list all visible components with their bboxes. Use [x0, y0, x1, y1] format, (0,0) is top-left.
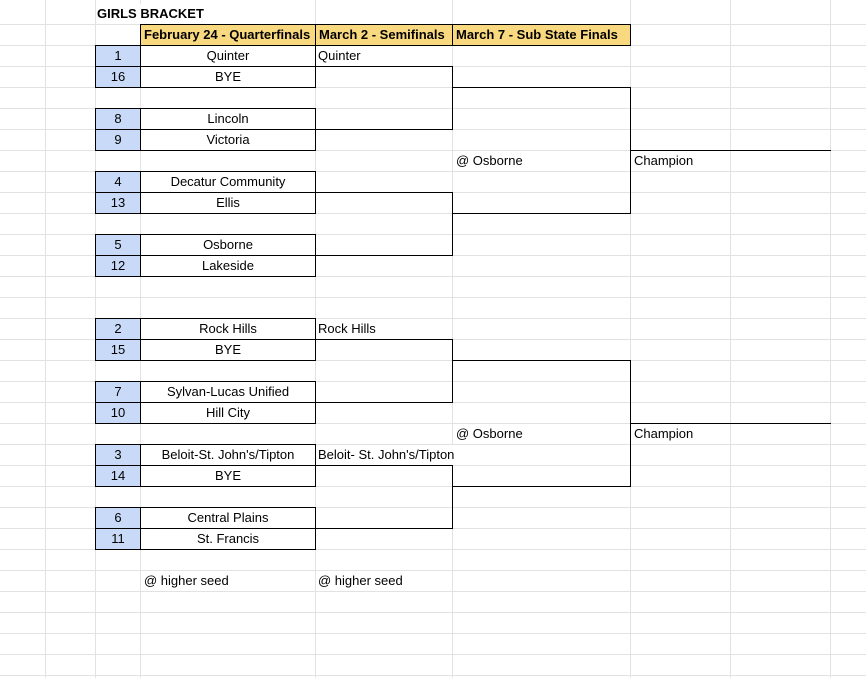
team-cell[interactable]: Rock Hills: [199, 321, 257, 336]
champion-label[interactable]: Champion: [634, 153, 694, 168]
team-cell[interactable]: St. Francis: [196, 531, 260, 546]
team-cell[interactable]: Decatur Community: [170, 174, 286, 189]
team-cell[interactable]: Osborne: [203, 237, 253, 252]
round-header-substate[interactable]: March 7 - Sub State Finals: [452, 24, 631, 46]
seed-cell[interactable]: 16: [96, 67, 141, 87]
substate-host-label[interactable]: @ Osborne: [456, 153, 523, 168]
seed-cell[interactable]: 5: [96, 235, 141, 255]
team-cell[interactable]: BYE: [214, 468, 241, 483]
quarterfinal-match-box: 3 Beloit-St. John's/Tipton 14 BYE: [95, 444, 316, 487]
team-cell[interactable]: Lakeside: [201, 258, 255, 273]
team-cell[interactable]: Hill City: [205, 405, 251, 420]
quarterfinal-match-box: 8 Lincoln 9 Victoria: [95, 108, 316, 151]
round-header-semifinals[interactable]: March 2 - Semifinals: [315, 24, 453, 46]
seed-cell[interactable]: 12: [96, 256, 141, 276]
seed-cell[interactable]: 1: [96, 46, 141, 66]
team-cell[interactable]: Victoria: [206, 132, 250, 147]
team-cell[interactable]: BYE: [214, 69, 241, 84]
quarterfinal-match-box: 1 Quinter 16 BYE: [95, 45, 316, 88]
site-note-quarterfinals[interactable]: @ higher seed: [144, 573, 229, 588]
seed-cell[interactable]: 3: [96, 445, 141, 465]
sheet-title[interactable]: GIRLS BRACKET: [96, 4, 208, 24]
team-cell[interactable]: Central Plains: [187, 510, 269, 525]
quarterfinal-match-box: 2 Rock Hills 15 BYE: [95, 318, 316, 361]
semifinal-advancer-label[interactable]: Beloit- St. John's/Tipton: [318, 445, 458, 465]
semifinal-bracket-connector: [315, 339, 453, 403]
seed-cell[interactable]: 14: [96, 466, 141, 486]
quarterfinal-match-box: 6 Central Plains 11 St. Francis: [95, 507, 316, 550]
gridline-vertical: [630, 0, 631, 678]
gridline-vertical: [45, 0, 46, 678]
seed-cell[interactable]: 9: [96, 130, 141, 150]
seed-cell[interactable]: 4: [96, 172, 141, 192]
seed-cell[interactable]: 10: [96, 403, 141, 423]
quarterfinal-match-box: 4 Decatur Community 13 Ellis: [95, 171, 316, 214]
seed-cell[interactable]: 2: [96, 319, 141, 339]
semifinal-bracket-connector: [315, 192, 453, 256]
champion-label[interactable]: Champion: [634, 426, 694, 441]
champion-line: [630, 150, 831, 151]
seed-cell[interactable]: 13: [96, 193, 141, 213]
quarterfinal-match-box: 7 Sylvan-Lucas Unified 10 Hill City: [95, 381, 316, 424]
round-header-quarterfinals[interactable]: February 24 - Quarterfinals: [140, 24, 316, 46]
team-cell[interactable]: Ellis: [216, 195, 240, 210]
team-cell[interactable]: Lincoln: [207, 111, 249, 126]
substate-host-label[interactable]: @ Osborne: [456, 426, 523, 441]
quarterfinal-match-box: 5 Osborne 12 Lakeside: [95, 234, 316, 277]
semifinal-bracket-connector: [315, 66, 453, 130]
seed-cell[interactable]: 7: [96, 382, 141, 402]
site-note-semifinals[interactable]: @ higher seed: [318, 573, 403, 588]
semifinal-bracket-connector: [315, 465, 453, 529]
champion-line: [630, 423, 831, 424]
team-cell[interactable]: Beloit-St. John's/Tipton: [161, 447, 295, 462]
gridline-vertical: [830, 0, 831, 678]
team-cell[interactable]: Sylvan-Lucas Unified: [166, 384, 290, 399]
semifinal-advancer-label[interactable]: Rock Hills: [318, 321, 376, 336]
gridline-vertical: [730, 0, 731, 678]
seed-cell[interactable]: 15: [96, 340, 141, 360]
seed-cell[interactable]: 8: [96, 109, 141, 129]
semifinal-advancer-label[interactable]: Quinter: [318, 48, 361, 63]
team-cell[interactable]: Quinter: [206, 48, 250, 63]
seed-cell[interactable]: 6: [96, 508, 141, 528]
team-cell[interactable]: BYE: [214, 342, 241, 357]
seed-cell[interactable]: 11: [96, 529, 141, 549]
